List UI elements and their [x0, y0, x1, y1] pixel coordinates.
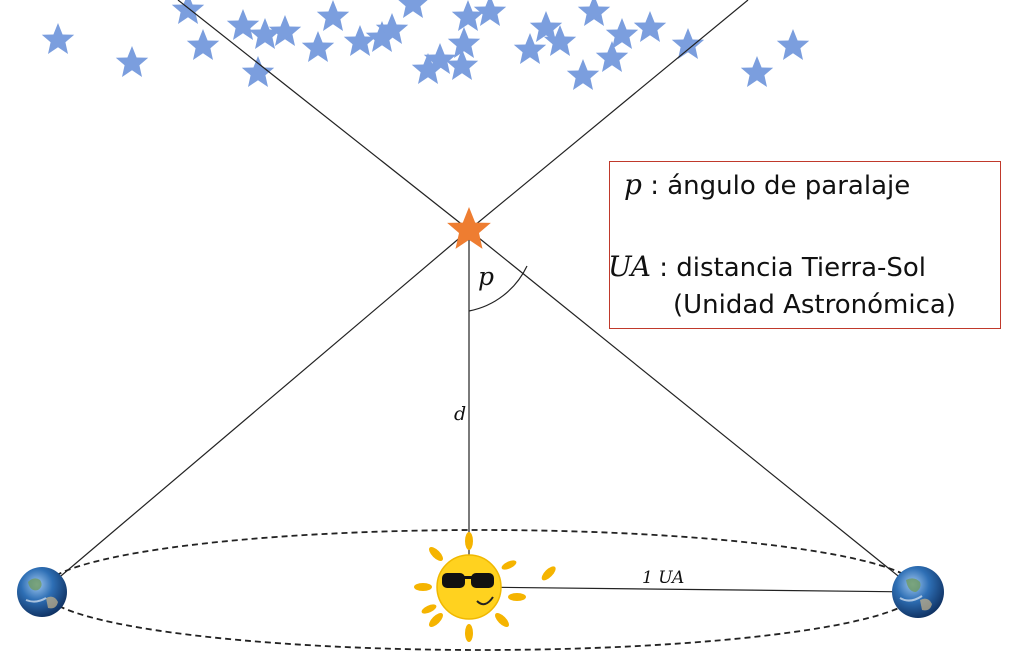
- background-star-icon: [566, 59, 600, 90]
- background-star-icon: [316, 0, 350, 31]
- legend-ua-symbol: UA: [608, 250, 651, 283]
- legend-row-parallax: p : ángulo de paralaje: [624, 168, 910, 201]
- background-star-icon: [671, 28, 705, 59]
- line-star-to-earth-right: [468, 229, 919, 593]
- legend-ua-text: : distancia Tierra-Sol: [650, 253, 927, 283]
- background-star-icon: [451, 0, 485, 31]
- background-star-icon: [577, 0, 611, 26]
- background-star-icon: [595, 41, 629, 72]
- earth-left-icon: [17, 567, 67, 617]
- background-star-icon: [186, 29, 220, 60]
- background-star-icon: [605, 18, 639, 49]
- background-star-icon: [776, 29, 810, 60]
- background-star-icon: [633, 11, 667, 42]
- background-star-icon: [41, 23, 75, 54]
- legend-row-ua: UA : distancia Tierra-Sol: [608, 250, 926, 283]
- earth-right-icon: [892, 566, 944, 618]
- legend-p-text: : ángulo de paralaje: [641, 171, 911, 201]
- sun-icon: [414, 532, 556, 642]
- legend-row-ua-detail: (Unidad Astronómica): [673, 290, 956, 320]
- background-star-icon: [445, 49, 479, 80]
- background-star-icon: [301, 31, 335, 62]
- sight-line-left: [177, 0, 470, 231]
- parallax-angle-arc: [468, 265, 528, 312]
- sight-line-right: [468, 0, 749, 231]
- background-star-icon: [171, 0, 205, 24]
- line-star-to-earth-left: [41, 229, 470, 593]
- legend-p-symbol: p: [624, 168, 642, 201]
- angle-label-p: p: [478, 262, 494, 291]
- background-star-icon: [740, 56, 774, 87]
- background-star-icon: [396, 0, 430, 18]
- distance-label-d: d: [454, 403, 466, 425]
- background-star-icon: [268, 15, 302, 46]
- sunglasses-icon: [442, 573, 494, 588]
- baseline-sun-earth: [468, 586, 919, 593]
- background-star-icon: [115, 46, 149, 77]
- legend-ua-text2: (Unidad Astronómica): [673, 290, 956, 320]
- baseline-label-ua: 1 UA: [642, 568, 684, 588]
- background-star-icon: [343, 25, 377, 56]
- background-star-icon: [226, 9, 260, 40]
- background-star-icon: [447, 27, 481, 58]
- legend-box: p : ángulo de paralaje UA : distancia Ti…: [608, 161, 1001, 329]
